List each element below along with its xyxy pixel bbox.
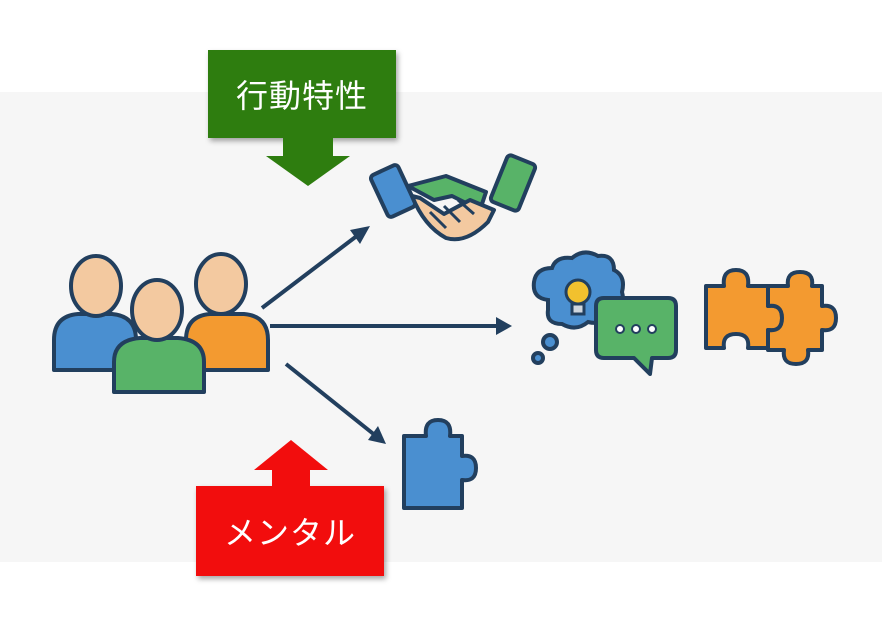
arrow-to-handshake xyxy=(260,226,370,310)
red-up-arrow xyxy=(254,440,328,488)
arrow-to-ideas xyxy=(270,317,512,335)
puzzle-piece-icon xyxy=(402,418,478,510)
people-group-icon xyxy=(52,252,270,394)
arrow-to-puzzle xyxy=(284,362,386,444)
behavior-callout: 行動特性 xyxy=(208,50,396,138)
two-puzzle-pieces-icon xyxy=(704,268,838,366)
handshake-icon xyxy=(369,153,538,242)
mental-label: メンタル xyxy=(223,514,356,552)
behavior-label: 行動特性 xyxy=(235,77,368,115)
chat-bubble-icon xyxy=(594,296,678,376)
mental-callout: メンタル xyxy=(196,486,384,576)
green-down-arrow xyxy=(266,138,350,186)
thought-bubble-lightbulb-icon xyxy=(531,250,625,365)
